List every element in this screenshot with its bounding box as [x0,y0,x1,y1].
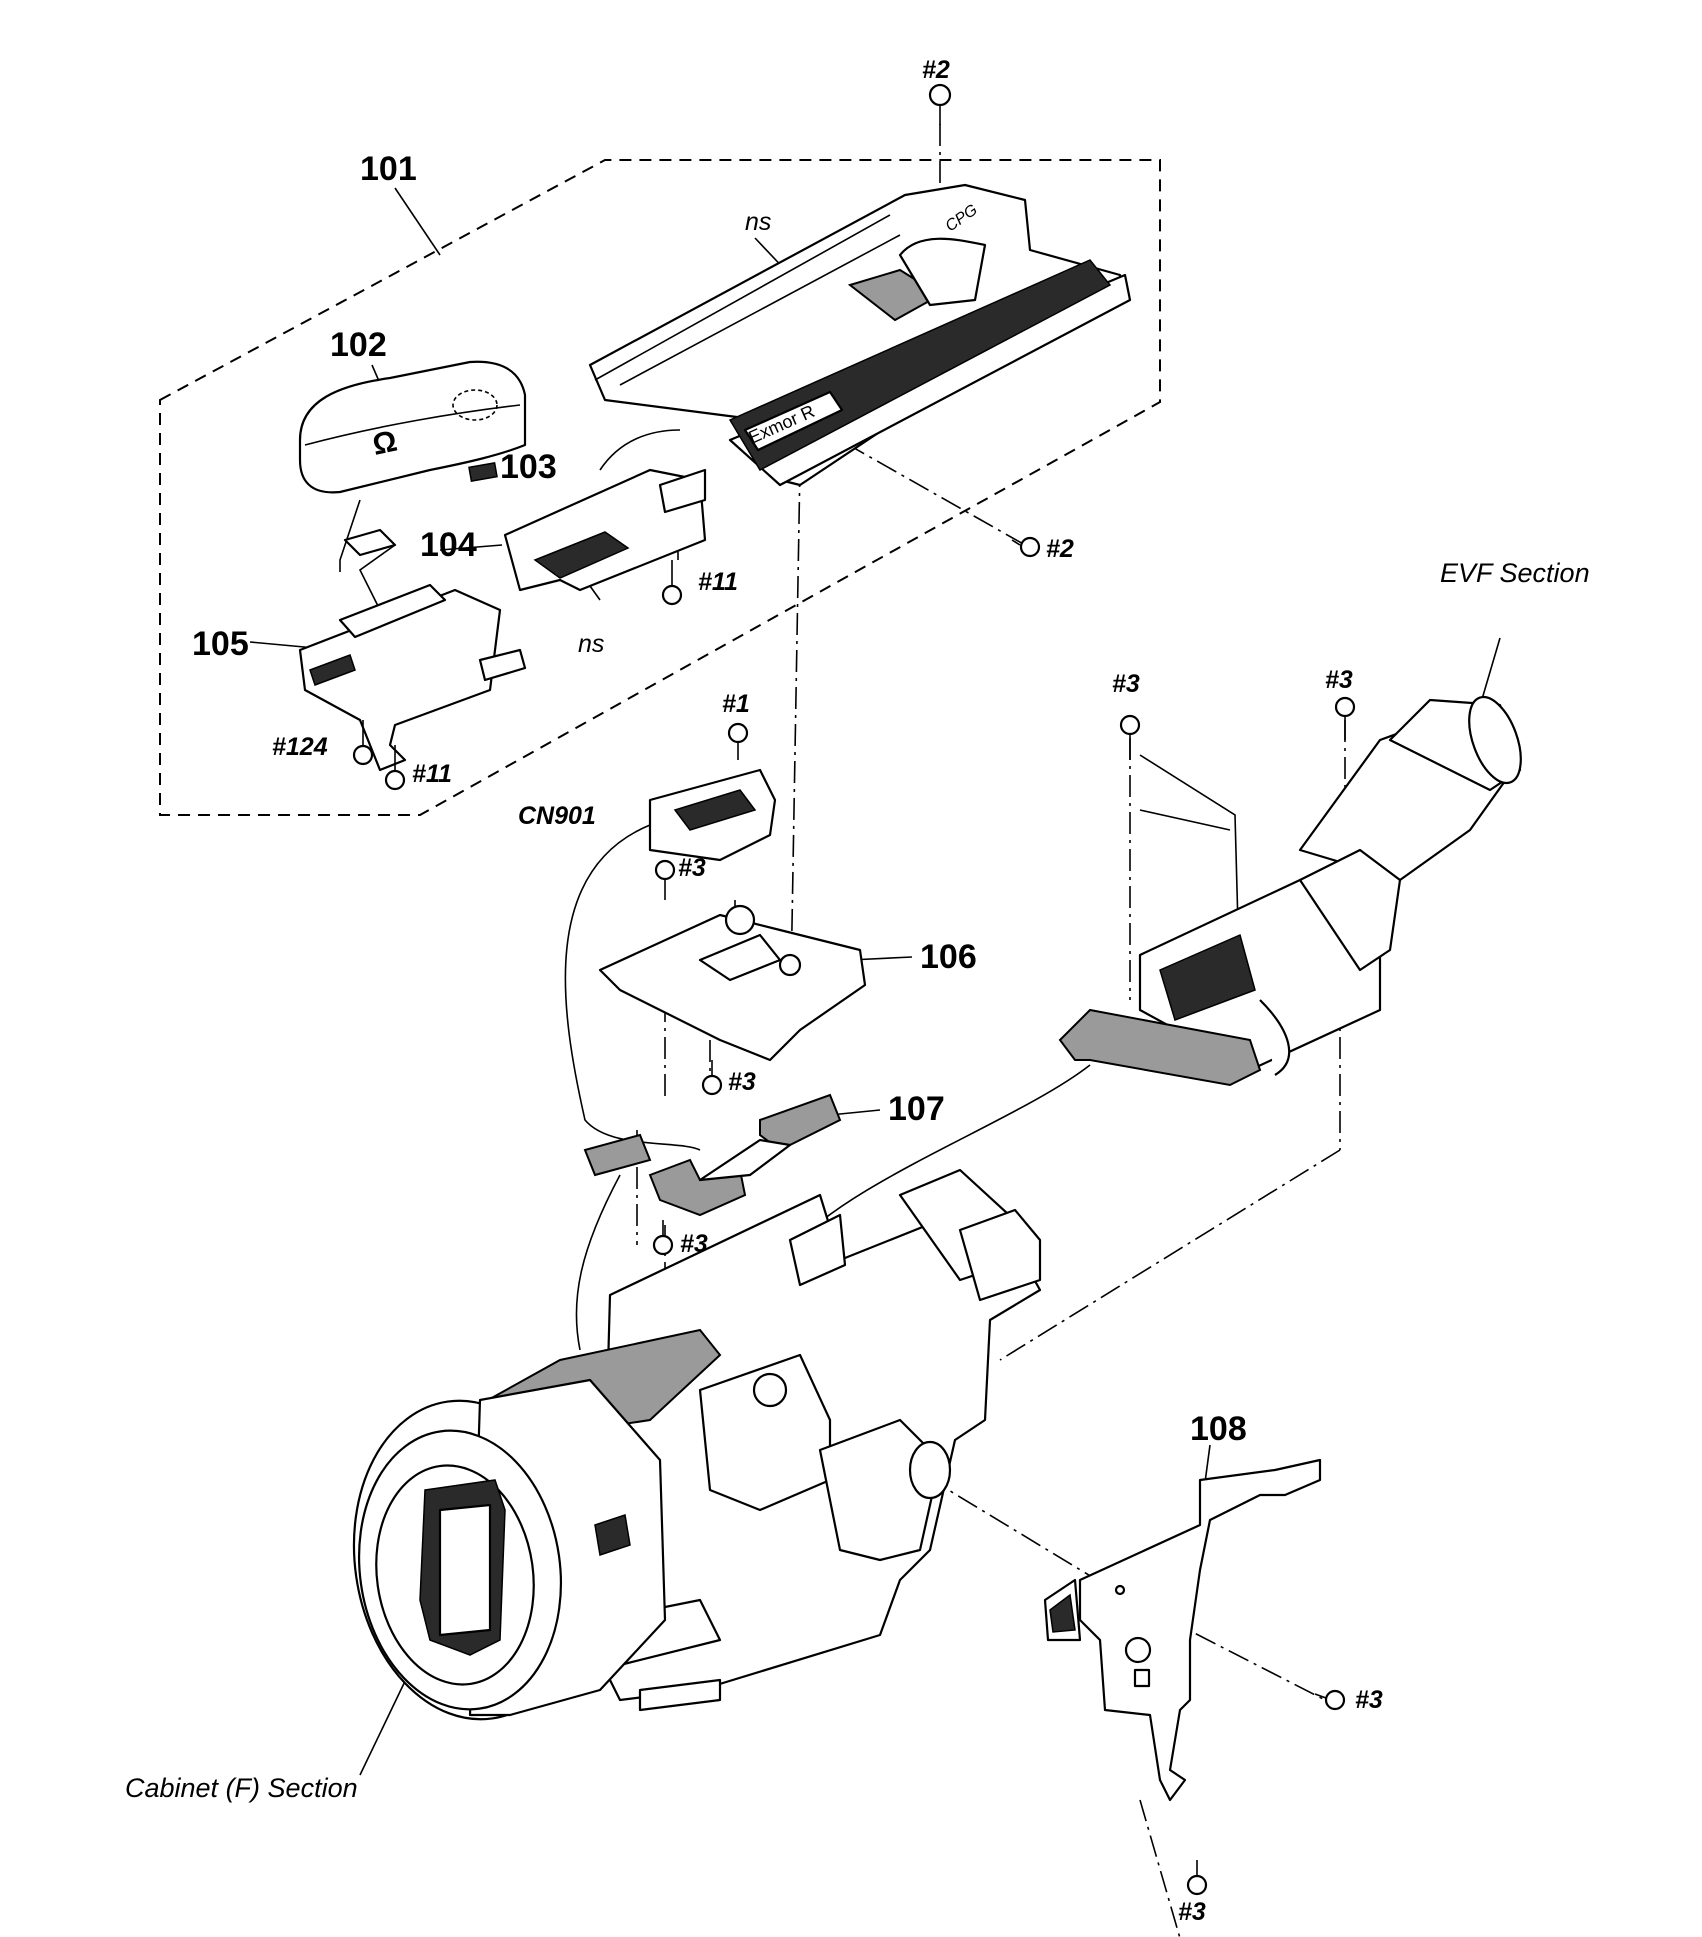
screw-label-3-f: #3 [1355,1686,1383,1714]
screw-label-11-a: #11 [698,568,738,596]
connector-cn901 [648,768,777,862]
screw-label-2-mid: #2 [1046,535,1074,563]
ns-label-top: ns [745,208,772,236]
screw-icon [661,560,683,606]
cabinet-f-section-label: Cabinet (F) Section [125,1773,358,1803]
screw-icon [654,859,676,900]
top-cover-part: CPG [588,183,1132,487]
part-label-105: 105 [192,625,249,663]
screw-icon [352,720,374,766]
screw-icon [652,1220,674,1256]
lens-barrel [352,1378,667,1721]
frame-part [503,468,707,592]
screw-label-3-d: #3 [1112,670,1140,698]
screw-icon [1011,536,1041,558]
screw-label-2-top: #2 [922,56,950,84]
part-label-108: 108 [1190,1410,1247,1448]
screw-label-3-c: #3 [680,1230,708,1258]
screw-icon [1334,696,1356,740]
part-105-bracket [298,583,527,772]
part-104-plate [343,528,397,557]
screw-icon [384,745,406,791]
part-106-plate [598,904,867,1062]
part-label-103: 103 [500,448,557,486]
screw-label-3-e: #3 [1325,666,1353,694]
part-107-flex [583,1093,842,1217]
part-label-106: 106 [920,938,977,976]
main-chassis [598,1168,1042,1712]
screw-icon [727,722,749,760]
evf-section [1138,695,1522,1076]
screw-icon [928,83,952,125]
screw-label-124: #124 [272,733,328,761]
screw-label-3-b: #3 [728,1068,756,1096]
screw-icon [1186,1860,1208,1896]
part-label-102: 102 [330,326,387,364]
ns-label-lower: ns [578,630,605,658]
evf-section-label: EVF Section [1440,558,1590,588]
part-103-pad [468,461,498,483]
part-label-101: 101 [360,150,417,188]
part-102-cover: Ω [298,360,527,494]
screw-label-1: #1 [722,690,750,718]
screw-label-11-b: #11 [412,760,452,788]
screw-icon [1314,1689,1346,1711]
part-label-107: 107 [888,1090,945,1128]
screw-label-3-a: #3 [678,854,706,882]
assembly-101-boundary [159,159,1161,816]
part-label-104: 104 [420,526,477,564]
part-108-bracket [1043,1458,1322,1802]
label-plate: Exmor R [728,259,1112,471]
screw-icon [701,1060,723,1096]
screw-icon [1119,714,1141,760]
connector-label-cn901: CN901 [518,802,596,830]
screw-label-3-g: #3 [1178,1898,1206,1926]
screw-icons [352,83,1356,1896]
evf-flex-cable [1058,1008,1262,1087]
